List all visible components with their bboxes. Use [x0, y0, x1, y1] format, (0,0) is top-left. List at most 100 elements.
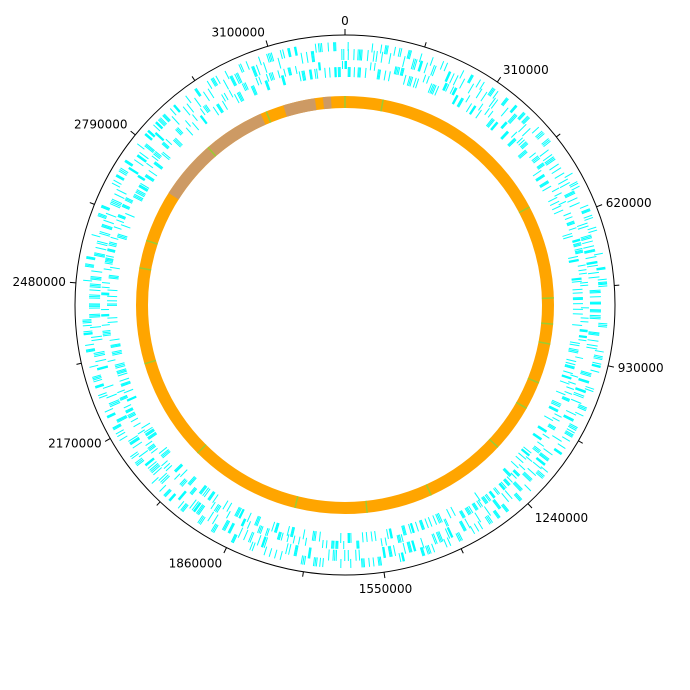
gene-mark [286, 534, 290, 543]
gene-mark [148, 433, 158, 440]
gene-mark [467, 83, 475, 94]
gene-mark [598, 324, 608, 327]
gene-mark [274, 549, 278, 559]
gene-mark [104, 262, 113, 265]
gene-mark [551, 167, 562, 175]
gene-mark [578, 377, 590, 383]
gene-mark [203, 488, 211, 498]
gene-mark [522, 117, 531, 125]
gene-mark [515, 455, 524, 464]
gene-mark [127, 411, 135, 417]
gene-mark [95, 358, 107, 363]
gene-mark [446, 537, 452, 546]
gene-mark [94, 253, 106, 257]
gene-mark [229, 523, 236, 534]
gene-mark [237, 92, 244, 102]
gene-mark [575, 387, 586, 393]
gene-mark [288, 47, 292, 57]
gene-mark [115, 429, 124, 435]
gene-mark [124, 199, 133, 204]
gene-mark [163, 141, 170, 148]
gene-mark [581, 210, 591, 215]
gene-mark [276, 531, 281, 540]
gene-mark [255, 77, 260, 86]
gene-mark [598, 322, 608, 325]
gene-mark [198, 505, 206, 516]
gene-mark [561, 374, 572, 379]
gene-mark [308, 69, 312, 80]
gene-mark [536, 162, 544, 168]
gene-mark [107, 250, 116, 253]
gene-mark [279, 49, 283, 59]
gene-mark [161, 450, 170, 458]
gene-mark [551, 399, 562, 405]
gene-mark [116, 236, 127, 241]
gene-mark [362, 558, 364, 568]
gene-mark [251, 85, 257, 96]
gene-mark [380, 51, 384, 63]
gene-mark [477, 521, 484, 530]
tick-label: 3100000 [211, 26, 264, 40]
gene-mark [136, 143, 145, 150]
gene-mark [409, 76, 414, 87]
minor-tick [556, 133, 561, 138]
gene-mark [364, 67, 367, 78]
gene-mark [535, 174, 545, 181]
gene-mark [147, 431, 157, 439]
gene-mark [533, 446, 541, 453]
gene-mark [265, 73, 270, 82]
gene-mark [146, 162, 154, 169]
gene-mark [542, 433, 550, 439]
gene-mark [412, 77, 417, 88]
gene-mark [92, 374, 101, 378]
gene-mark [121, 382, 131, 387]
gene-mark [357, 49, 359, 61]
gene-mark [182, 106, 191, 116]
gene-mark [479, 81, 485, 90]
gene-mark [151, 155, 159, 162]
gene-mark [85, 349, 96, 352]
gene-mark [102, 334, 111, 337]
gene-mark [267, 53, 272, 63]
gene-mark [115, 363, 125, 368]
gene-mark [115, 175, 124, 181]
gene-mark [85, 263, 95, 266]
gene-mark [501, 131, 510, 140]
gene-mark [173, 463, 182, 472]
gene-mark [435, 514, 441, 524]
gene-mark [154, 133, 164, 142]
gene-mark [226, 511, 231, 519]
gene-mark [293, 544, 297, 556]
gene-mark [515, 492, 523, 500]
gene-mark [230, 533, 236, 543]
gene-mark [295, 46, 298, 56]
gene-mark [466, 506, 472, 515]
gene-mark [402, 74, 407, 85]
gene-mark [575, 387, 587, 392]
gene-mark [145, 458, 155, 466]
gene-mark [136, 189, 146, 195]
gene-mark [485, 515, 492, 524]
gene-mark [474, 512, 482, 523]
gene-mark [485, 117, 493, 127]
gene-mark [393, 66, 397, 75]
gene-mark [125, 408, 134, 413]
gene-mark [406, 75, 411, 86]
gene-mark [105, 259, 114, 263]
gene-mark [568, 381, 576, 385]
gene-mark [429, 83, 434, 94]
gene-mark [577, 405, 587, 410]
gene-mark [85, 348, 95, 351]
gene-mark [374, 530, 377, 542]
gene-mark [501, 504, 509, 512]
gene-mark [427, 517, 433, 527]
gene-mark [161, 460, 168, 467]
gene-mark [119, 394, 128, 399]
gene-mark [255, 64, 261, 76]
gene-mark [408, 523, 412, 534]
tick-label: 2170000 [48, 436, 101, 450]
gene-mark [589, 290, 601, 293]
gene-mark [490, 99, 499, 109]
gene-mark [493, 488, 499, 496]
gene-mark [207, 88, 215, 99]
